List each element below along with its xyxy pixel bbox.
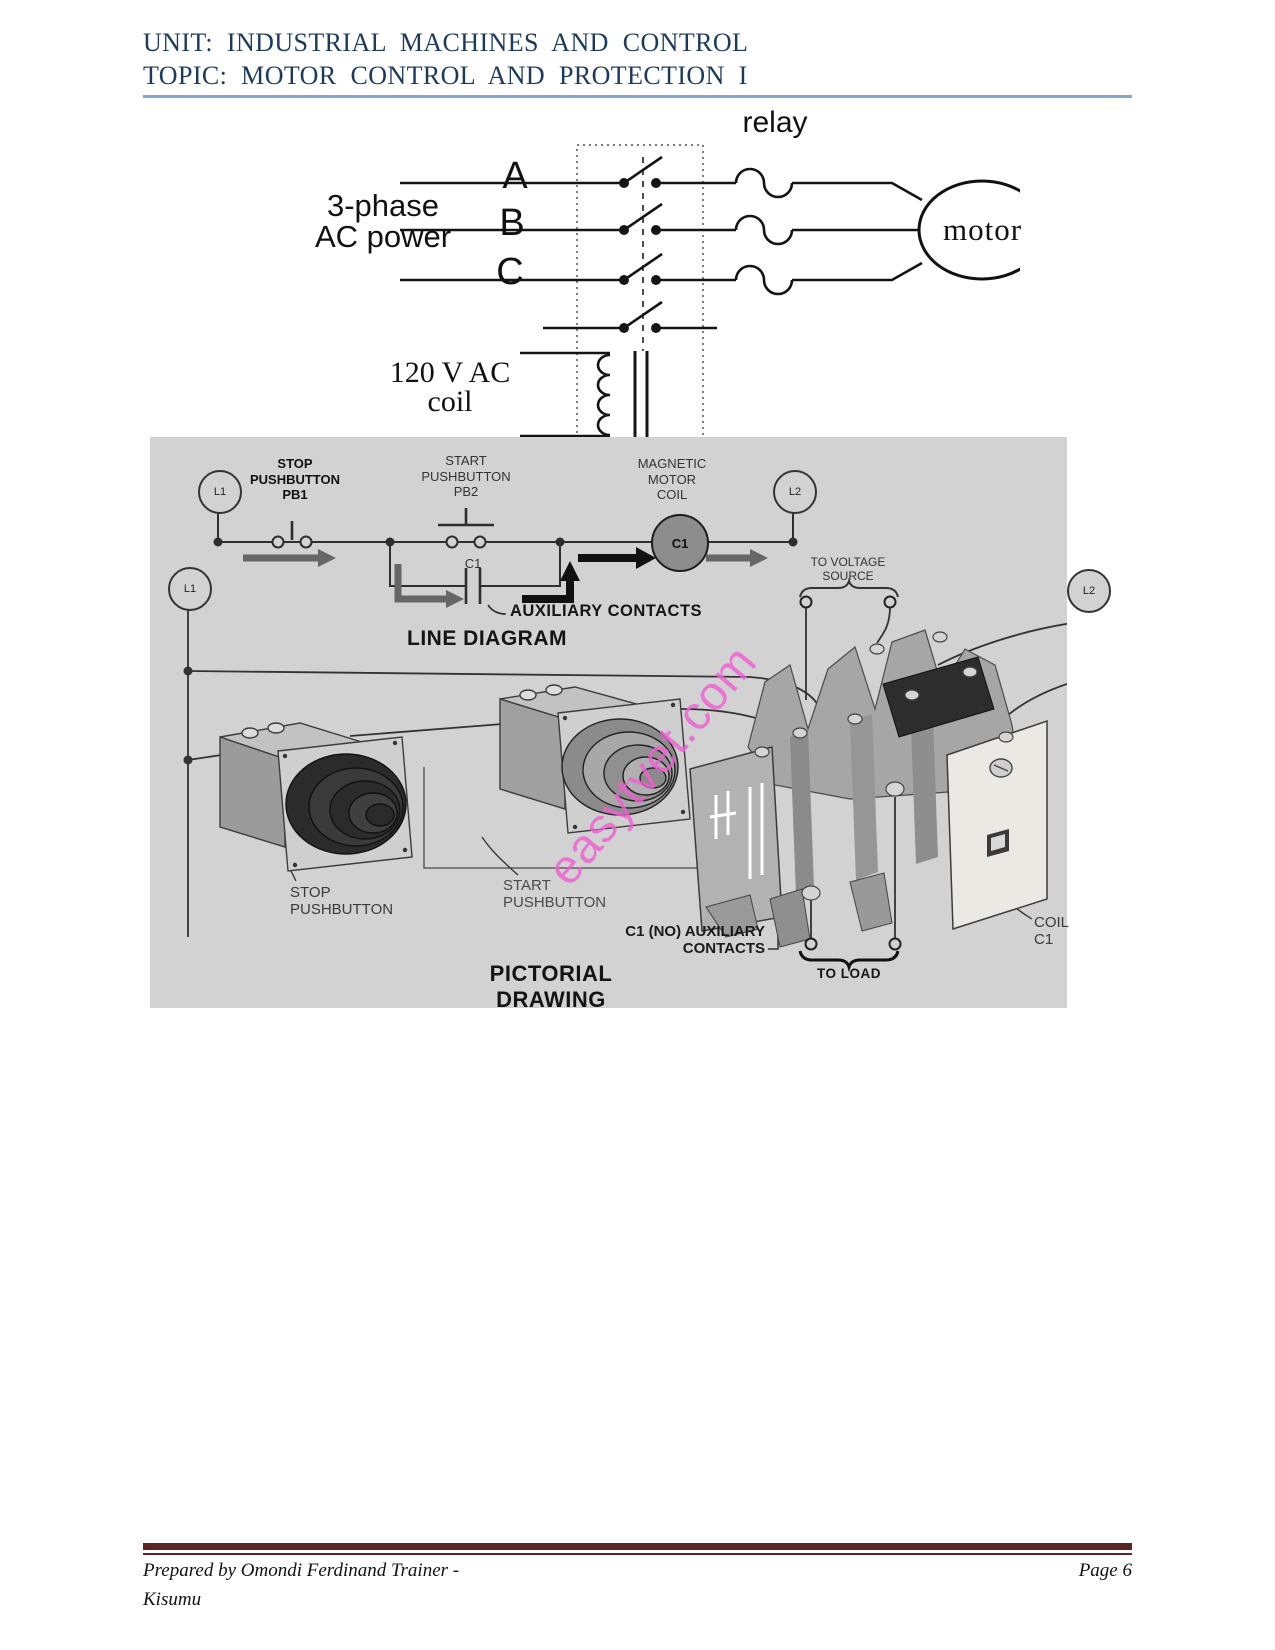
pictorial-junctions (183, 666, 193, 765)
motor-circle (917, 179, 1020, 281)
phase-b-label: B (499, 202, 525, 244)
pictorial-l1-terminal: L1 (168, 567, 212, 611)
stop-pushbutton-device (219, 722, 413, 872)
line-diagram-l2-terminal: L2 (773, 470, 817, 514)
pictorial-coil-label: COIL C1 (1034, 914, 1070, 948)
page-header: UNIT: INDUSTRIAL MACHINES AND CONTROL TO… (143, 26, 748, 92)
pictorial-start-label: START PUSHBUTTON (503, 877, 607, 911)
contactor-device (689, 629, 1048, 948)
to-load-terminals (798, 937, 902, 973)
footer-rule-thick (143, 1543, 1132, 1550)
starter-figure-panel: L1 L2 L1 L2 C1 STOP PUSHBUTTON PB1 START… (150, 437, 1111, 1012)
magnetic-motor-coil-label: MAGNETIC MOTOR COIL (637, 456, 707, 502)
starter-panel-drawing (183, 508, 1067, 973)
pictorial-aux-contacts-label: C1 (NO) AUXILIARY CONTACTS (625, 923, 765, 957)
start-pushbutton-device (499, 684, 691, 834)
footer-page-number: Page 6 (1078, 1560, 1132, 1581)
header-rule (143, 95, 1132, 98)
footer-location: Kisumu (143, 1589, 202, 1610)
aux-contacts-ref: C1 (464, 556, 482, 571)
pictorial-drawing-title: PICTORIAL DRAWING (489, 961, 613, 1012)
flow-arrows (243, 547, 768, 608)
magnetic-coil-circle: C1 (651, 514, 709, 572)
line-diagram-junctions (213, 537, 798, 547)
footer-prepared-by: Prepared by Omondi Ferdinand Trainer - (143, 1560, 460, 1581)
line-diagram-l1-terminal: L1 (198, 470, 242, 514)
pushbutton-contacts (271, 535, 487, 549)
auxiliary-contacts-label: AUXILIARY CONTACTS (510, 602, 703, 620)
contact-dots (619, 178, 661, 333)
phase-c-label: C (496, 251, 524, 293)
phase-lines (400, 155, 923, 439)
relay-circuit-drawing (400, 144, 1020, 458)
to-voltage-source-label: TO VOLTAGE SOURCE (810, 555, 886, 583)
relay-label: relay (742, 106, 808, 139)
topic-title: TOPIC: MOTOR CONTROL AND PROTECTION I (143, 61, 748, 90)
line-diagram-title: LINE DIAGRAM (407, 627, 567, 650)
watermark: easytvet.com (536, 635, 768, 895)
phase-a-label: A (502, 155, 528, 197)
footer-rule-thin (143, 1553, 1132, 1555)
pictorial-l2-terminal: L2 (1067, 569, 1111, 613)
unit-title: UNIT: INDUSTRIAL MACHINES AND CONTROL (143, 28, 749, 57)
stop-pushbutton-label: STOP PUSHBUTTON PB1 (249, 456, 341, 502)
motor-label: motor (942, 212, 1023, 247)
coil-voltage-label: 120 V AC coil (389, 356, 511, 418)
source-label: 3-phase AC power (314, 188, 452, 254)
to-voltage-source-terminals (799, 595, 897, 609)
pictorial-stop-label: STOP PUSHBUTTON (290, 884, 394, 918)
to-load-label: TO LOAD (817, 966, 881, 981)
relay-dotted-box (576, 144, 704, 458)
start-pushbutton-label: START PUSHBUTTON PB2 (421, 453, 511, 499)
